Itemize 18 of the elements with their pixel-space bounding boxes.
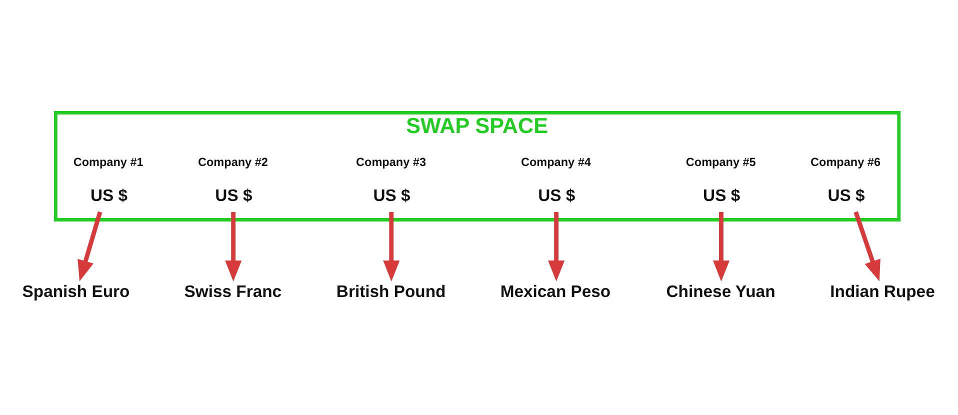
node-text: Mexican Peso [500, 281, 611, 300]
arrow [854, 210, 880, 281]
node-text: Chinese Yuan [666, 281, 776, 300]
node-text: Company #5 US $ [686, 155, 756, 205]
node-text: British Pound [336, 281, 446, 300]
node-text: Company #4 US $ [520, 155, 591, 205]
node-text: Company #6 US $ [810, 155, 881, 205]
arrow [548, 212, 565, 282]
arrow [78, 210, 102, 281]
node-text: Company #3 US $ [356, 155, 426, 205]
arrow [225, 212, 242, 282]
arrow [712, 212, 730, 282]
arrow [383, 212, 400, 282]
node-text: Company #2 US $ [198, 155, 268, 205]
node-text: Company #1 US $ [73, 155, 144, 205]
node-text: Indian Rupee [830, 281, 935, 300]
node-text: Swiss Franc [184, 281, 282, 300]
node-text: Spanish Euro [22, 281, 130, 300]
